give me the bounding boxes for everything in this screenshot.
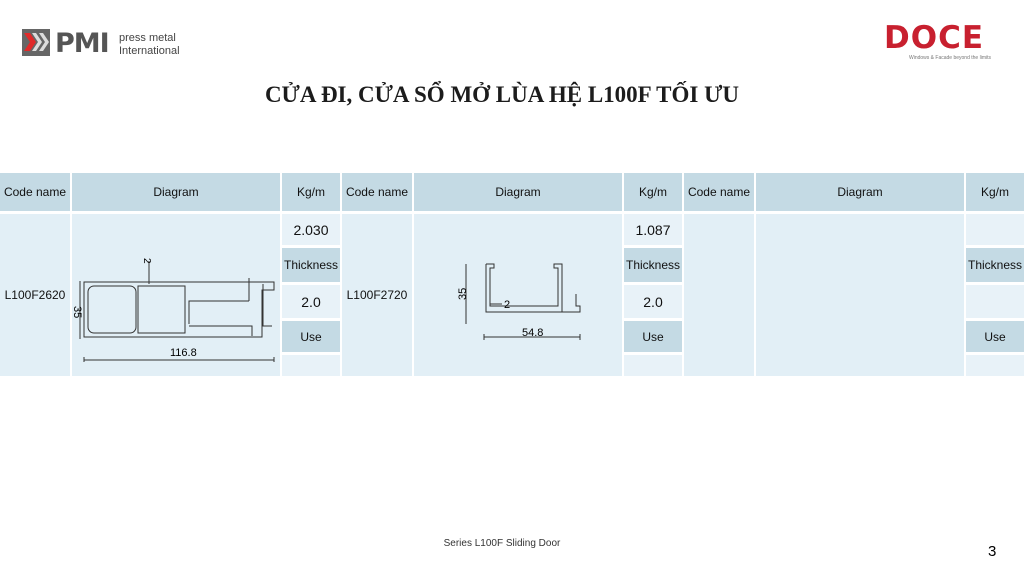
- use-label: Use: [624, 321, 682, 352]
- use-label: Use: [282, 321, 340, 352]
- header-kg-per-m: Kg/m: [624, 173, 682, 211]
- diagram-cell: 35 2 116.8: [72, 214, 280, 376]
- dim-wall: 2: [141, 258, 152, 264]
- thickness-value: 2.0: [282, 285, 340, 318]
- thickness-value: 2.0: [624, 285, 682, 318]
- pmi-sub1: press metal: [119, 32, 176, 44]
- header-kg-per-m: Kg/m: [966, 173, 1024, 211]
- header-diagram: Diagram: [756, 173, 964, 211]
- thickness-value: [966, 285, 1024, 318]
- dim-width: 54.8: [522, 327, 543, 339]
- diagram-cell: 35 2 54.8: [414, 214, 622, 376]
- kg-value: [966, 214, 1024, 245]
- kg-value: 2.030: [282, 214, 340, 245]
- code-name-cell: L100F2620: [0, 214, 70, 376]
- doce-logo: DOCE: [884, 20, 985, 56]
- thickness-label: Thickness: [966, 248, 1024, 282]
- pmi-sub2: International: [119, 45, 180, 57]
- use-value: [624, 355, 682, 376]
- code-name-cell: L100F2720: [342, 214, 412, 376]
- page-number: 3: [988, 543, 997, 560]
- header-diagram: Diagram: [414, 173, 622, 211]
- use-value: [282, 355, 340, 376]
- page-title: CỬA ĐI, CỬA SỔ MỞ LÙA HỆ L100F TỐI ƯU: [264, 82, 740, 107]
- doce-tagline: Windows & Facade beyond the limits: [909, 55, 991, 61]
- profile-diagram-2720: 35 2 54.8: [457, 263, 581, 340]
- code-name-cell: [684, 214, 754, 376]
- footer-text: Series L100F Sliding Door: [443, 538, 561, 549]
- header-diagram: Diagram: [72, 173, 280, 211]
- pmi-logo: PMI: [55, 28, 110, 59]
- pmi-logo-mark-icon: [22, 29, 50, 56]
- header-code-name: Code name: [0, 173, 70, 211]
- kg-value: 1.087: [624, 214, 682, 245]
- use-value: [966, 355, 1024, 376]
- dim-height: 35: [457, 288, 469, 300]
- thickness-label: Thickness: [624, 248, 682, 282]
- thickness-label: Thickness: [282, 248, 340, 282]
- header-code-name: Code name: [342, 173, 412, 211]
- dim-height: 35: [72, 306, 83, 318]
- dim-wall: 2: [504, 299, 510, 311]
- dim-width: 116.8: [170, 347, 197, 359]
- header-code-name: Code name: [684, 173, 754, 211]
- header-kg-per-m: Kg/m: [282, 173, 340, 211]
- profile-diagram-2620: 35 2 116.8: [72, 258, 275, 362]
- use-label: Use: [966, 321, 1024, 352]
- diagram-cell: [756, 214, 964, 376]
